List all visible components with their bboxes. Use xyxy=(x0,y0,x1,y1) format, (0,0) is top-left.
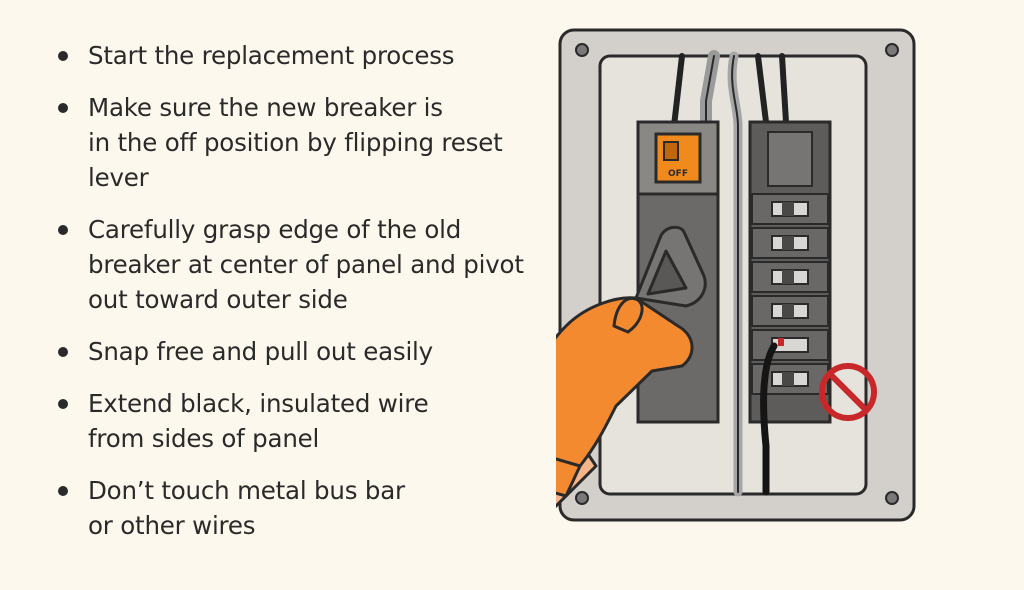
bullet-icon xyxy=(58,486,68,496)
instruction-line: lever xyxy=(88,163,149,192)
instruction-item: Don’t touch metal bus bar or other wires xyxy=(58,473,528,543)
breaker-off-label: OFF xyxy=(668,169,688,179)
breaker-slots xyxy=(751,193,829,395)
breaker-panel-illustration: OFF xyxy=(556,28,916,522)
instruction-line: out toward outer side xyxy=(88,285,348,314)
instruction-item: Snap free and pull out easily xyxy=(58,334,528,369)
instruction-line: in the off position by flipping reset xyxy=(88,128,503,157)
insulated-wire xyxy=(760,342,778,496)
orange-gloved-hand-icon xyxy=(556,225,707,509)
instruction-line: Make sure the new breaker is xyxy=(88,93,443,122)
screw-icon xyxy=(575,43,899,505)
instruction-line: Don’t touch metal bus bar xyxy=(88,476,405,505)
bullet-icon xyxy=(58,347,68,357)
instruction-line: Start the replacement process xyxy=(88,41,455,70)
bullet-icon xyxy=(58,399,68,409)
prohibited-icon xyxy=(819,363,877,421)
instruction-line: or other wires xyxy=(88,511,256,540)
instruction-line: Extend black, insulated wire xyxy=(88,389,429,418)
instruction-item: Start the replacement process xyxy=(58,38,528,73)
bullet-icon xyxy=(58,103,68,113)
instruction-line: Carefully grasp edge of the old xyxy=(88,215,462,244)
instruction-list: Start the replacement process Make sure … xyxy=(58,38,528,560)
wires xyxy=(671,50,789,497)
instruction-line: from sides of panel xyxy=(88,424,320,453)
bullet-icon xyxy=(58,51,68,61)
instruction-line: Snap free and pull out easily xyxy=(88,337,433,366)
bullet-icon xyxy=(58,225,68,235)
instruction-item: Extend black, insulated wire from sides … xyxy=(58,386,528,456)
instruction-line: breaker at center of panel and pivot xyxy=(88,250,524,279)
instruction-item: Make sure the new breaker is in the off … xyxy=(58,90,528,195)
instruction-item: Carefully grasp edge of the old breaker … xyxy=(58,212,528,317)
